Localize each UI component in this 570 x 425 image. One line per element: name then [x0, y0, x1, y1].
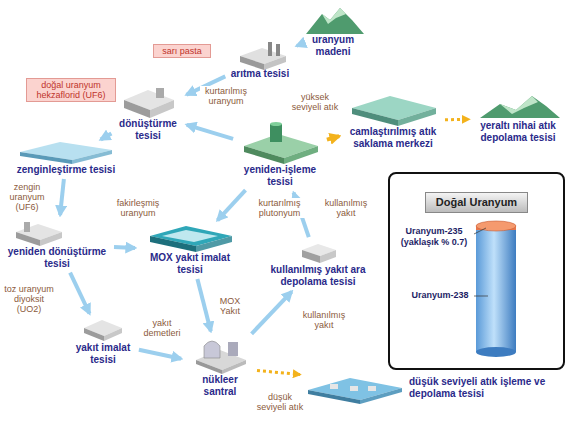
material-tag: sarı pasta	[153, 44, 211, 58]
facility-node: yeniden dönüştürme tesisi	[3, 220, 111, 270]
flow-label: yakıt demetleri	[140, 318, 184, 338]
reconversion-icon	[16, 222, 62, 246]
flow-label: kullanılmış yakıt	[300, 310, 348, 330]
info-panel: Doğal Uranyum	[388, 172, 565, 370]
flow-arrow	[114, 245, 135, 250]
reactor-icon	[196, 341, 246, 374]
fuel-plant-icon	[84, 320, 122, 341]
facility-node: yeniden-işleme tesisi	[236, 118, 324, 188]
vitrified-store-icon	[352, 96, 436, 126]
repository-icon	[500, 96, 538, 114]
flow-arrow	[295, 44, 300, 48]
facility-label: MOX yakıt imalat tesisi	[140, 252, 240, 276]
isotope-label: Uranyum-235 (yaklaşık % 0.7)	[396, 226, 472, 248]
flow-label: fakirleşmiş uranyum	[112, 198, 164, 218]
facility-node: uranyum madeni	[300, 6, 366, 58]
facility-node: camlaştırılmış atık saklama merkezi	[344, 92, 442, 150]
facility-label: uranyum madeni	[300, 34, 366, 58]
uranium-cylinder	[476, 221, 516, 357]
facility-label: düşük seviyeli atık işleme ve depolama t…	[409, 376, 560, 400]
facility-label: yeniden-işleme tesisi	[236, 164, 324, 188]
flow-label: toz uranyum diyoksit (UO2)	[3, 284, 55, 314]
flow-label: kurtarılmış plutonyum	[252, 198, 307, 218]
flow-label: zengin uranyum (UF6)	[3, 182, 51, 212]
isotope-label: Uranyum-238	[408, 290, 472, 301]
mine-icon	[322, 8, 346, 24]
facility-node: dönüştürme tesisi	[114, 84, 182, 142]
flow-arrow	[252, 292, 292, 334]
facility-label: yakıt imalat tesisi	[70, 342, 136, 366]
facility-node: yeraltı nihai atık depolama tesisi	[474, 92, 562, 144]
facility-node: zenginleştirme tesisi	[8, 142, 124, 176]
leader-line	[474, 296, 488, 297]
facility-node: yakıt imalat tesisi	[70, 318, 136, 366]
flow-label: düşük seviyeli atık	[255, 392, 305, 412]
facility-label: zenginleştirme tesisi	[8, 164, 124, 176]
facility-node: kullanılmış yakıt ara depolama tesisi	[266, 240, 370, 288]
facility-node: arıtma tesisi	[228, 40, 292, 80]
flow-arrow	[139, 350, 181, 359]
flow-label: kullanılmış yakıt	[322, 198, 370, 218]
flow-arrow	[257, 371, 300, 375]
flow-arrow	[445, 118, 469, 122]
facility-label: yeraltı nihai atık depolama tesisi	[474, 120, 562, 144]
reprocessing-icon	[244, 122, 318, 164]
mill-icon	[240, 42, 286, 70]
material-tag: doğal uranyum hekzaflorid (UF6)	[26, 78, 116, 102]
facility-label: dönüştürme tesisi	[114, 118, 182, 142]
flow-arrow	[101, 134, 112, 140]
facility-label: kullanılmış yakıt ara depolama tesisi	[266, 264, 370, 288]
mox-plant-icon	[150, 226, 232, 252]
flow-arrow	[70, 273, 89, 314]
flow-arrow	[327, 136, 339, 140]
lowlevel-site-icon	[308, 378, 402, 404]
leader-line	[474, 228, 486, 234]
panel-heading: Doğal Uranyum	[425, 192, 528, 213]
enrichment-icon	[20, 142, 112, 164]
facility-label: nükleer santral	[186, 374, 254, 398]
flow-arrow	[60, 179, 64, 215]
facility-node: düşük seviyeli atık işleme ve depolama t…	[305, 374, 560, 400]
repository-icon	[480, 96, 560, 118]
flow-arrow	[218, 190, 246, 220]
storage-icon	[302, 244, 336, 263]
facility-node: nükleer santral	[186, 336, 254, 398]
facility-label: yeniden dönüştürme tesisi	[3, 246, 111, 270]
conversion-icon	[124, 88, 174, 118]
facility-label: arıtma tesisi	[228, 68, 292, 80]
facility-label: camlaştırılmış atık saklama merkezi	[344, 126, 442, 150]
mine-icon	[306, 8, 364, 34]
flow-label: yüksek seviyeli atık	[288, 92, 342, 112]
flow-arrow	[197, 279, 210, 331]
flow-label: MOX Yakıt	[213, 296, 247, 316]
facility-node: MOX yakıt imalat tesisi	[140, 224, 240, 276]
flow-arrow	[187, 125, 233, 139]
flow-label: kurtarılmış uranyum	[200, 86, 252, 106]
